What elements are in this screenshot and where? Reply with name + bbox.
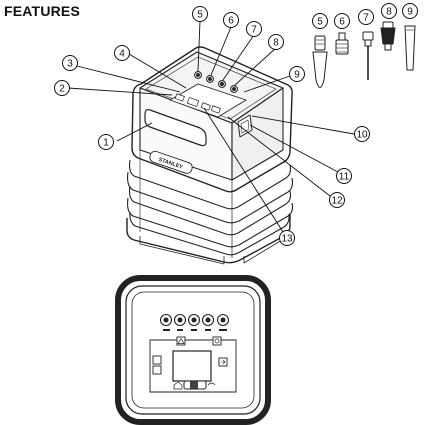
callout-circle-11 (336, 168, 352, 184)
callout-circle-8 (268, 34, 284, 50)
accessories (312, 21, 416, 88)
callout-label-2: 2 (59, 84, 65, 95)
accessory-callout-circle-7 (358, 9, 374, 25)
carry-handle (144, 108, 207, 147)
callout-label-3: 3 (67, 59, 73, 70)
callout-label-1: 1 (103, 138, 109, 149)
leader-lines (67, 20, 355, 233)
callout-circle-7 (246, 21, 262, 37)
accessory-6-threaded-adapter (335, 32, 349, 55)
side-light (237, 114, 253, 138)
tv-mode-switch (173, 380, 216, 390)
accessory-5-tapered-nozzle (312, 35, 328, 88)
unit-base (126, 214, 291, 264)
tv-display (172, 350, 212, 382)
accessory-callout-label-5: 5 (317, 17, 323, 28)
callout-label-12: 12 (331, 196, 343, 207)
callout-circle-10 (354, 126, 370, 142)
tv-light-button (212, 336, 222, 346)
callout-circle-9 (289, 66, 305, 82)
top-view-illustration (115, 275, 271, 425)
accessory-callout-label-6: 6 (339, 17, 345, 28)
callout-circle-12 (329, 192, 345, 208)
callout-label-4: 4 (119, 49, 125, 60)
accessory-callout-label-8: 8 (386, 7, 392, 18)
accessory-callout-circle-9 (402, 3, 418, 19)
accessory-callout-circle-5 (312, 13, 328, 29)
callout-circle-1 (98, 134, 114, 150)
callout-label-11: 11 (339, 172, 350, 183)
callout-circle-6 (223, 12, 239, 28)
callout-circle-2 (54, 80, 70, 96)
unit-right-face (231, 87, 284, 181)
accessory-callout-label-7: 7 (363, 13, 369, 24)
callout-label-8: 8 (273, 38, 279, 49)
accessory-8-presta-adapter (380, 21, 396, 51)
accessory-callout-markers: 5 6 7 8 9 (312, 3, 418, 29)
callout-label-5: 5 (197, 10, 203, 21)
callout-label-13: 13 (281, 234, 293, 245)
callout-label-7: 7 (251, 25, 257, 36)
tv-plus-button (152, 355, 162, 365)
callout-circle-5 (192, 6, 208, 22)
callout-circle-3 (62, 55, 78, 71)
callout-label-9: 9 (294, 70, 300, 81)
top-control-panel (169, 71, 247, 118)
accessory-callout-circle-6 (334, 13, 350, 29)
tv-minus-button (152, 365, 162, 375)
callout-circle-4 (114, 45, 130, 61)
tv-warning-button (176, 336, 186, 346)
page-title: FEATURES (4, 3, 81, 19)
callout-label-10: 10 (356, 130, 368, 141)
accessory-callout-label-9: 9 (407, 7, 413, 18)
accessory-7-inflation-needle (362, 31, 374, 80)
callout-label-6: 6 (228, 16, 234, 27)
inflator-unit-illustration: STANLEY (126, 46, 294, 265)
accessory-callout-circle-8 (381, 3, 397, 19)
accessory-9-long-nozzle (404, 25, 416, 71)
callout-circle-13 (279, 230, 295, 246)
top-view-ports (159, 313, 230, 331)
